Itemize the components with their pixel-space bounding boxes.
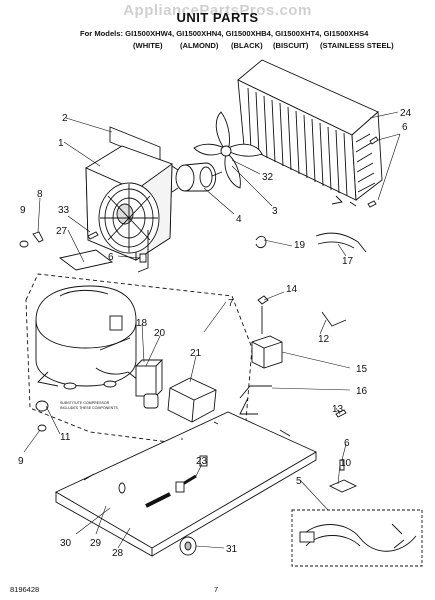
- leader-lines: [23, 111, 401, 549]
- callout-27: 27: [56, 226, 68, 237]
- color-label-almond: (ALMOND): [180, 41, 219, 50]
- callout-19: 19: [294, 240, 306, 251]
- power-cord: [291, 509, 423, 567]
- callout-4: 4: [236, 214, 242, 225]
- terminal-cover: [167, 377, 217, 423]
- strain-relief: [328, 479, 358, 493]
- callout-17: 17: [342, 256, 354, 267]
- model-number: GI1500XHT4: [275, 29, 320, 38]
- callout-13: 13: [332, 404, 344, 415]
- screw: [87, 231, 99, 240]
- callout-14: 14: [286, 284, 298, 295]
- page-number: 7: [214, 585, 219, 594]
- color-label-biscuit: (BISCUIT): [273, 41, 309, 50]
- callout-6: 6: [402, 122, 408, 133]
- compressor-note-line: INCLUDES THESE COMPONENTS: [60, 406, 118, 410]
- start-relay: [135, 359, 164, 397]
- insulation-plate: [58, 249, 114, 271]
- callout-23: 23: [196, 456, 208, 467]
- callout-7: 7: [228, 298, 234, 309]
- callout-16: 16: [356, 386, 368, 397]
- fan-blade: [193, 111, 263, 189]
- defrost-heater: [175, 455, 208, 493]
- overload-protector: [143, 393, 159, 409]
- color-label-stainless: (STAINLESS STEEL): [320, 41, 394, 50]
- callout-6: 6: [344, 438, 350, 449]
- model-number: GI1500XHS4: [323, 29, 369, 38]
- fan-shroud: [85, 126, 173, 273]
- color-label-white: (WHITE): [133, 41, 163, 50]
- model-number: GI1500XHB4: [225, 29, 271, 38]
- callout-32: 32: [262, 172, 274, 183]
- callout-10: 10: [340, 458, 352, 469]
- pin: [335, 409, 347, 418]
- callout-30: 30: [60, 538, 72, 549]
- callout-2: 2: [62, 113, 68, 124]
- callout-5: 5: [296, 476, 302, 487]
- grommet: [37, 424, 47, 432]
- callout-33: 33: [58, 205, 70, 216]
- callout-12: 12: [318, 334, 330, 345]
- callout-8: 8: [37, 189, 43, 200]
- screw: [367, 200, 377, 208]
- callout-15: 15: [356, 364, 368, 375]
- callout-20: 20: [154, 328, 166, 339]
- screw: [139, 253, 147, 263]
- model-number: GI1500XHN4: [176, 29, 222, 38]
- compressor-note-line: SUBSTITUTE COMPRESSOR: [60, 401, 110, 405]
- thermostat: [251, 295, 283, 369]
- fan-motor: [171, 162, 223, 193]
- compressor-grommet: [35, 400, 49, 412]
- callout-6: 6: [108, 252, 114, 263]
- callout-18: 18: [136, 318, 148, 329]
- callout-9: 9: [18, 456, 24, 467]
- clip: [32, 231, 44, 243]
- base-pan: [55, 411, 317, 557]
- callout-11: 11: [60, 432, 71, 443]
- models-label: For Models:: [80, 29, 124, 38]
- clamp: [255, 235, 267, 249]
- doc-number: 8196428: [10, 585, 40, 594]
- grommet: [19, 240, 29, 248]
- page-title: UNIT PARTS: [176, 10, 259, 25]
- callout-31: 31: [226, 544, 238, 555]
- leveling-leg: [179, 536, 197, 556]
- watermark: AppliancePartsPros.com: [123, 2, 312, 19]
- callout-3: 3: [272, 206, 278, 217]
- drain-heater: [239, 385, 272, 415]
- callout-21: 21: [190, 348, 202, 359]
- water-valve: [118, 482, 171, 508]
- models-line: For Models: GI1500XHW4, GI1500XHN4, GI15…: [80, 29, 369, 38]
- callout-28: 28: [112, 548, 124, 559]
- callout-1: 1: [58, 138, 64, 149]
- callout-24: 24: [400, 108, 412, 119]
- condenser-coil: [237, 59, 383, 207]
- color-label-black: (BLACK): [231, 41, 263, 50]
- model-number: GI1500XHW4: [125, 29, 173, 38]
- callout-29: 29: [90, 538, 102, 549]
- tube: [321, 311, 347, 327]
- compressor: [35, 285, 139, 390]
- wire-harness: [315, 232, 367, 253]
- callout-9: 9: [20, 205, 26, 216]
